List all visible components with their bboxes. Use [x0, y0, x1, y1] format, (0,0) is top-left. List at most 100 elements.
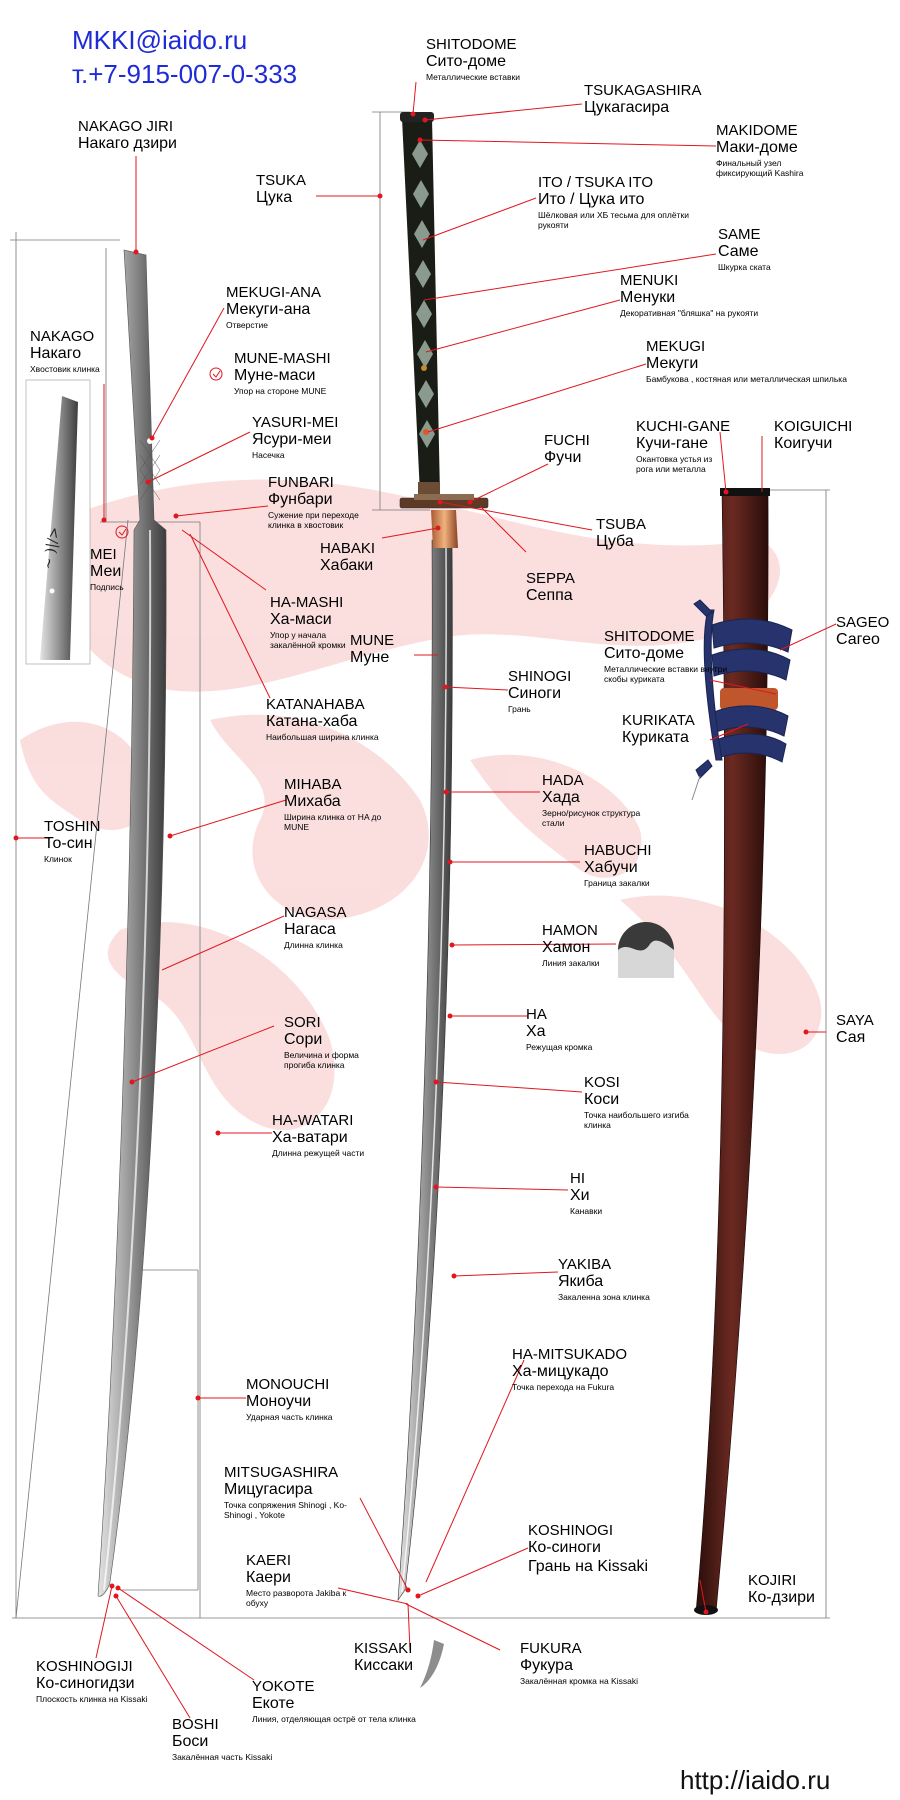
term-desc: Окантовка устья из рога или металла [636, 453, 713, 475]
label-hada: HADA Хада Зерно/рисунок структура стали [542, 772, 642, 829]
term-ru: Моноучи [246, 1393, 312, 1411]
term-ru: Меи [90, 563, 122, 581]
term-ru: Менуки [620, 289, 676, 307]
term-desc: Упор на стороне MUNE [234, 385, 327, 396]
label-tsuka: TSUKA Цука [256, 172, 306, 208]
term-desc: Упор у начала закалённой кромки [270, 629, 346, 651]
term-en: KISSAKI [354, 1640, 413, 1657]
term-en: KOSHINOGI [528, 1522, 614, 1539]
site-url[interactable]: http://iaido.ru [680, 1765, 831, 1795]
label-tsuba: TSUBA Цуба [596, 516, 646, 552]
term-desc: Сужение при переходе клинка в хвостовик [268, 509, 359, 531]
term-desc: Место разворота Jakiba к обуху [246, 1587, 347, 1609]
term-desc: Клинок [44, 853, 72, 864]
term-en: NAGASA [284, 904, 347, 921]
label-yokote: YOKOTE Екоте Линия, отделяющая острё от … [252, 1678, 416, 1724]
label-tsukagashira: TSUKAGASHIRA Цукагасира [584, 82, 702, 118]
term-en: FUNBARI [268, 474, 334, 491]
term-desc: Наибольшая ширина клинка [266, 731, 379, 742]
term-ru: Хада [542, 789, 580, 807]
term-desc: Режущая кромка [526, 1041, 593, 1052]
term-ru: Накаго [30, 345, 82, 363]
term-desc: Декоративная "бляшка" на рукояти [620, 307, 759, 318]
middle-blade [397, 112, 489, 1602]
label-sageo: SAGEO Сагео [836, 614, 889, 650]
term-ru: Сито-доме [604, 645, 684, 663]
term-ru: Синоги [508, 685, 561, 703]
term-en: KOJIRI [748, 1572, 797, 1589]
term-desc: Точка сопряжения Shinogi , Ko-Shinogi , … [224, 1499, 347, 1521]
term-ru: Хамон [542, 939, 591, 957]
check-mark-icons [115, 367, 223, 539]
term-en: HABAKI [320, 540, 376, 557]
term-ru: Маки-доме [716, 139, 798, 157]
term-ru: Каери [246, 1569, 291, 1587]
label-saya: SAYA Сая [836, 1012, 874, 1048]
left-blade [97, 249, 167, 1597]
term-desc: Линия закалки [542, 957, 600, 968]
term-desc: Ширина клинка от HA до MUNE [284, 811, 382, 833]
term-en: MUNE [350, 632, 395, 649]
term-desc: Подпись [90, 581, 124, 592]
term-en: ITO / TSUKA ITO [538, 174, 654, 191]
term-en: KATANAHABA [266, 696, 365, 713]
term-desc: Хвостовик клинка [30, 363, 100, 374]
term-ru: Куриката [622, 729, 689, 747]
label-koiguichi: KOIGUICHI Коигучи [774, 418, 852, 454]
term-ru: Фунбари [268, 491, 333, 509]
term-ru: Нагаса [284, 921, 336, 939]
label-makidome: MAKIDOME Маки-доме Финальный узел фиксир… [716, 122, 836, 179]
term-ru: Ито / Цука ито [538, 191, 645, 209]
term-en: SORI [284, 1014, 321, 1031]
term-en: KUCHI-GANE [636, 418, 731, 435]
brush-watermark [20, 479, 822, 1131]
label-mihaba: MIHABA Михаба Ширина клинка от HA до MUN… [284, 776, 384, 833]
term-en: MUNE-MASHI [234, 350, 331, 367]
term-en: BOSHI [172, 1716, 219, 1733]
term-en: SHITODOME [426, 36, 517, 53]
term-ru-extra: Грань на Kissaki [528, 1557, 649, 1575]
term-desc: Грань [508, 703, 531, 714]
label-hi: HI Хи Канавки [570, 1170, 602, 1216]
term-ru: Ко-синоги [528, 1539, 601, 1557]
term-en: HA-WATARI [272, 1112, 354, 1129]
label-yakiba: YAKIBA Якиба Закаленна зона клинка [558, 1256, 650, 1302]
term-ru: Мекуги-ана [226, 301, 311, 319]
term-en: SAME [718, 226, 761, 243]
term-en: MITSUGASHIRA [224, 1464, 339, 1481]
label-seppa: SEPPA Сеппа [526, 570, 575, 606]
term-ru: Ко-синогидзи [36, 1675, 135, 1693]
label-mekugi: MEKUGI Мекуги Бамбукова , костяная или м… [646, 338, 847, 384]
term-desc: Шёлковая или ХБ тесьма для оплётки рукоя… [538, 209, 689, 231]
label-fukura: FUKURA Фукура Закалённая кромка на Kissa… [520, 1640, 638, 1686]
label-koshinogiji: KOSHINOGIJI Ко-синогидзи Плоскость клинк… [36, 1658, 156, 1704]
nakago-inset: ~ )|/> [25, 379, 91, 665]
term-desc: Канавки [570, 1205, 603, 1216]
term-ru: Хи [570, 1187, 590, 1205]
term-ru: Коигучи [774, 435, 833, 453]
label-shitodome-saya: SHITODOME Сито-доме Металлические вставк… [604, 628, 734, 685]
label-nakago: NAKAGO Накаго Хвостовик клинка [30, 328, 100, 374]
term-desc: Закаленна зона клинка [558, 1291, 650, 1302]
term-en: NAKAGO [30, 328, 95, 345]
term-desc: Металлические вставки внутри скобы курик… [604, 663, 728, 685]
term-ru: Цуба [596, 533, 634, 551]
label-mei: MEI Меи Подпись [90, 546, 124, 592]
contact-email[interactable]: MKKI@iaido.ru [72, 25, 248, 55]
term-en: KURIKATA [622, 712, 695, 729]
term-en: MENUKI [620, 272, 679, 289]
label-ito: ITO / TSUKA ITO Ито / Цука ито Шёлковая … [538, 174, 708, 231]
term-en: YAKIBA [558, 1256, 612, 1273]
term-en: FUCHI [544, 432, 590, 449]
label-kaeri: KAERI Каери Место разворота Jakiba к обу… [246, 1552, 356, 1609]
term-ru: Сая [836, 1029, 866, 1047]
term-ru: Мекуги [646, 355, 699, 373]
term-en: TSUKA [256, 172, 307, 189]
term-desc: Насечка [252, 449, 285, 460]
term-en: TSUBA [596, 516, 647, 533]
term-en: KOIGUICHI [774, 418, 853, 435]
term-ru: Екоте [252, 1695, 295, 1713]
term-en: HA-MITSUKADO [512, 1346, 628, 1363]
label-habaki: HABAKI Хабаки [320, 540, 375, 576]
term-ru: Боси [172, 1733, 209, 1751]
